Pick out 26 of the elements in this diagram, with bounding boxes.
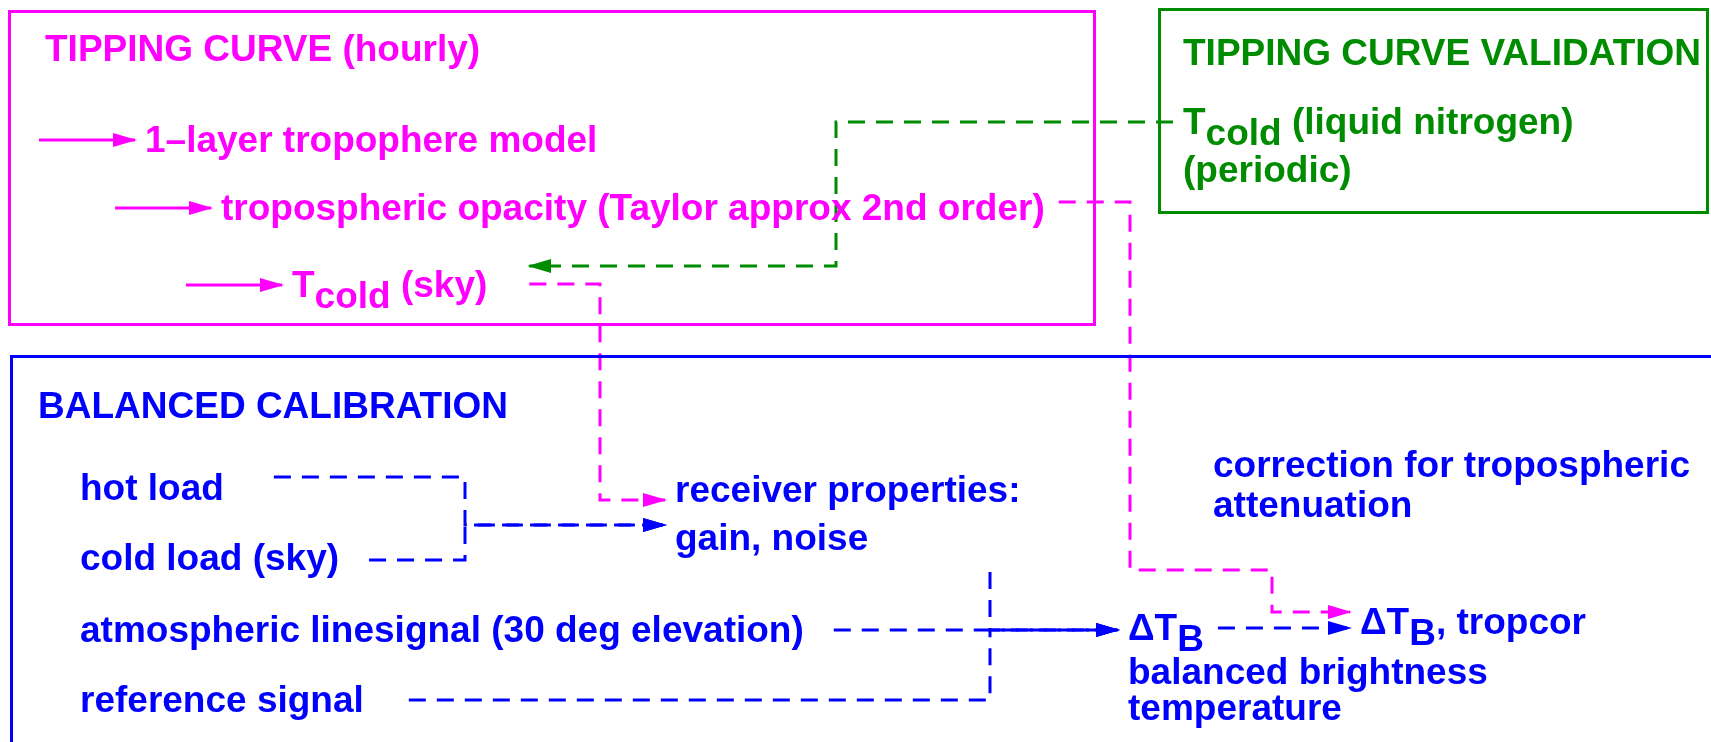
item-text: 1–layer tropophere model [145, 120, 598, 160]
item-text: tropospheric opacity (Taylor approx 2nd order) [221, 188, 1045, 228]
dashed-arrow [408, 623, 1120, 702]
section-frame [1158, 8, 1709, 214]
section-frame [10, 355, 1711, 742]
section-heading: BALANCED CALIBRATION [38, 386, 508, 426]
section-heading: TIPPING CURVE (hourly) [45, 29, 481, 69]
item-text: cold load (sky) [80, 538, 340, 578]
item-text: gain, noise [675, 516, 869, 560]
arrow [186, 278, 284, 292]
section-heading: TIPPING CURVE VALIDATION [1183, 33, 1702, 73]
dashed-arrow [527, 120, 1173, 273]
item-text: atmospheric linesignal (30 deg elevation) [80, 610, 804, 650]
section-frame [8, 10, 1096, 326]
dashed-arrow [369, 518, 667, 562]
node-caption: balanced brightness temperature [1128, 654, 1489, 726]
item-text: (periodic) [1183, 148, 1352, 192]
item-text: hot load [80, 468, 224, 508]
dashed-arrow [1058, 200, 1352, 619]
dashed-arrow [1217, 621, 1352, 635]
dashed-arrow [529, 282, 667, 507]
arrow [39, 133, 137, 147]
item-text: reference signal [80, 680, 364, 720]
annotation-text: correction for tropospheric attenuation [1213, 445, 1691, 525]
item-text: receiver properties: [675, 468, 1021, 512]
arrow [115, 201, 213, 215]
